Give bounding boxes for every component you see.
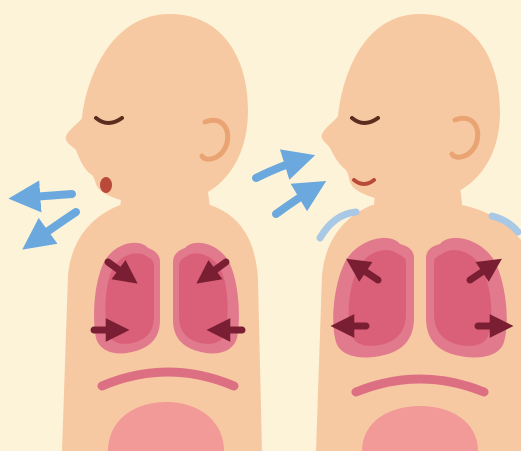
mouth-open (100, 177, 112, 193)
air-flow-arrow-icon (18, 194, 72, 198)
